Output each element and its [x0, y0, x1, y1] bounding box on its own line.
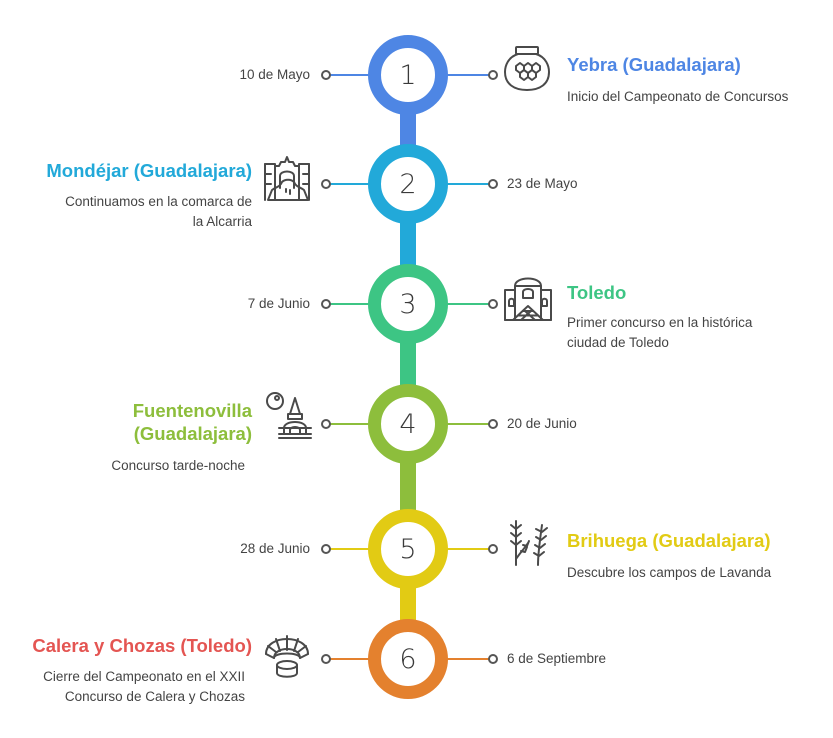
step-description-line: Cierre del Campeonato en el XXII: [43, 669, 245, 684]
connector-bar-5-6: [400, 587, 416, 623]
step-number-circle: 2: [368, 144, 448, 224]
step-description: Concurso tarde-noche: [111, 458, 245, 473]
connector-dot-right: [488, 654, 498, 664]
step-description-line: la Alcarria: [192, 214, 252, 229]
connector-dot-right: [488, 419, 498, 429]
connector-line-right: [446, 423, 489, 425]
step-date: 10 de Mayo: [239, 67, 310, 82]
connector-line-right: [446, 183, 489, 185]
step-title-line: (Guadalajara): [133, 423, 252, 444]
connector-dot-right: [488, 179, 498, 189]
step-date: 28 de Junio: [240, 541, 310, 556]
step-title: Toledo: [567, 282, 627, 303]
connector-line-right: [446, 548, 489, 550]
step-number: 4: [399, 408, 417, 440]
step-number-circle: 1: [368, 35, 448, 115]
step-description-line: ciudad de Toledo: [567, 335, 669, 350]
connector-dot-left: [321, 419, 331, 429]
honey-jar-icon: [502, 44, 552, 94]
step-number: 3: [399, 288, 417, 320]
monastery-ruins-icon: [262, 152, 312, 202]
step-number-circle: 4: [368, 384, 448, 464]
bullring-icon: [262, 630, 312, 680]
connector-dot-left: [321, 654, 331, 664]
connector-line-left: [330, 74, 370, 76]
step-title: Yebra (Guadalajara): [567, 54, 741, 75]
connector-line-right: [446, 303, 489, 305]
connector-dot-left: [321, 544, 331, 554]
connector-dot-right: [488, 70, 498, 80]
historic-building-icon: [503, 272, 553, 322]
step-number-circle: 6: [368, 619, 448, 699]
connector-dot-left: [321, 179, 331, 189]
connector-bar-3-4: [400, 342, 416, 388]
step-description: Cierre del Campeonato en el XXII Concurs…: [43, 667, 245, 707]
step-description-line: Primer concurso en la histórica: [567, 315, 753, 330]
step-description-line: Continuamos en la comarca de: [65, 194, 252, 209]
step-description: Primer concurso en la histórica ciudad d…: [567, 313, 752, 353]
step-description-line: Concurso de Calera y Chozas: [64, 689, 245, 704]
step-date: 23 de Mayo: [507, 176, 578, 191]
step-description: Inicio del Campeonato de Concursos: [567, 89, 789, 104]
connector-bar-4-5: [400, 462, 416, 512]
connector-dot-left: [321, 299, 331, 309]
step-description: Continuamos en la comarca de la Alcarria: [65, 192, 252, 232]
step-number: 1: [399, 59, 417, 91]
step-date: 6 de Septiembre: [507, 651, 607, 666]
connector-line-left: [330, 423, 370, 425]
connector-line-left: [330, 303, 370, 305]
step-title: Calera y Chozas (Toledo): [32, 635, 252, 656]
connector-dot-left: [321, 70, 331, 80]
connector-line-left: [330, 183, 370, 185]
connector-dot-right: [488, 299, 498, 309]
connector-bar-2-3: [400, 222, 416, 268]
step-number: 6: [399, 643, 417, 675]
church-moon-icon: [264, 390, 314, 440]
step-description: Descubre los campos de Lavanda: [567, 565, 772, 580]
step-number: 5: [399, 533, 417, 565]
connector-line-right: [446, 658, 489, 660]
step-number-circle: 3: [368, 264, 448, 344]
connector-line-right: [446, 74, 489, 76]
connector-bar-1-2: [400, 112, 416, 148]
step-title: Mondéjar (Guadalajara): [46, 160, 252, 181]
step-title-line: Fuentenovilla: [132, 400, 252, 421]
connector-dot-right: [488, 544, 498, 554]
step-title: Brihuega (Guadalajara): [567, 530, 771, 551]
step-date: 20 de Junio: [507, 416, 577, 431]
step-title: Fuentenovilla (Guadalajara): [133, 399, 252, 445]
connector-line-left: [330, 548, 370, 550]
step-number-circle: 5: [368, 509, 448, 589]
step-number: 2: [399, 168, 417, 200]
lavender-icon: [502, 517, 552, 567]
connector-line-left: [330, 658, 370, 660]
step-date: 7 de Junio: [247, 296, 310, 311]
